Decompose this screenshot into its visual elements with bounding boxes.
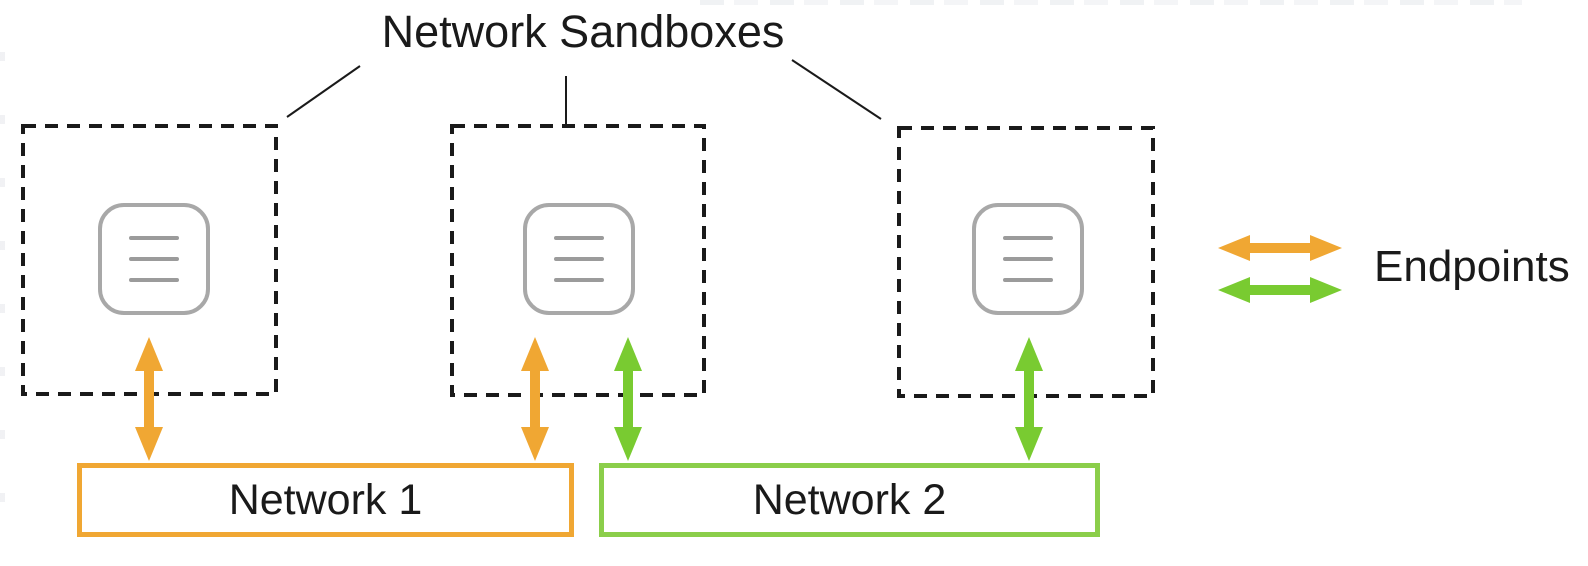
cropped-text-artifact-top bbox=[700, 0, 1522, 5]
server-icon-line bbox=[554, 278, 604, 282]
callout-line-to-sandbox-1 bbox=[286, 65, 361, 118]
cropped-text-artifact-left bbox=[0, 52, 5, 544]
server-icon bbox=[972, 203, 1084, 315]
endpoint-arrow-sandbox2-network2-icon bbox=[614, 337, 642, 461]
server-icon-line bbox=[129, 278, 179, 282]
legend-green-double-arrow-icon bbox=[1218, 277, 1342, 303]
network-1-box: Network 1 bbox=[77, 463, 574, 537]
server-icon-line bbox=[554, 257, 604, 261]
server-icon-line bbox=[1003, 278, 1053, 282]
diagram-title: Network Sandboxes bbox=[381, 6, 785, 57]
server-icon-line bbox=[129, 236, 179, 240]
sandbox-2-dashed-border bbox=[450, 124, 706, 397]
network-2-box: Network 2 bbox=[599, 463, 1100, 537]
endpoint-arrow-sandbox1-network1-icon bbox=[135, 337, 163, 461]
legend-orange-double-arrow-icon bbox=[1218, 235, 1342, 261]
network-1-label: Network 1 bbox=[228, 475, 423, 524]
server-icon-line bbox=[554, 236, 604, 240]
server-icon-line bbox=[1003, 236, 1053, 240]
server-icon bbox=[523, 203, 635, 315]
server-icon-line bbox=[129, 257, 179, 261]
server-icon bbox=[98, 203, 210, 315]
server-icon-line bbox=[1003, 257, 1053, 261]
legend-label: Endpoints bbox=[1374, 242, 1570, 291]
endpoint-arrow-sandbox2-network1-icon bbox=[521, 337, 549, 461]
endpoint-arrow-sandbox3-network2-icon bbox=[1015, 337, 1043, 461]
callout-line-to-sandbox-3 bbox=[791, 59, 882, 120]
network-2-label: Network 2 bbox=[752, 475, 947, 524]
